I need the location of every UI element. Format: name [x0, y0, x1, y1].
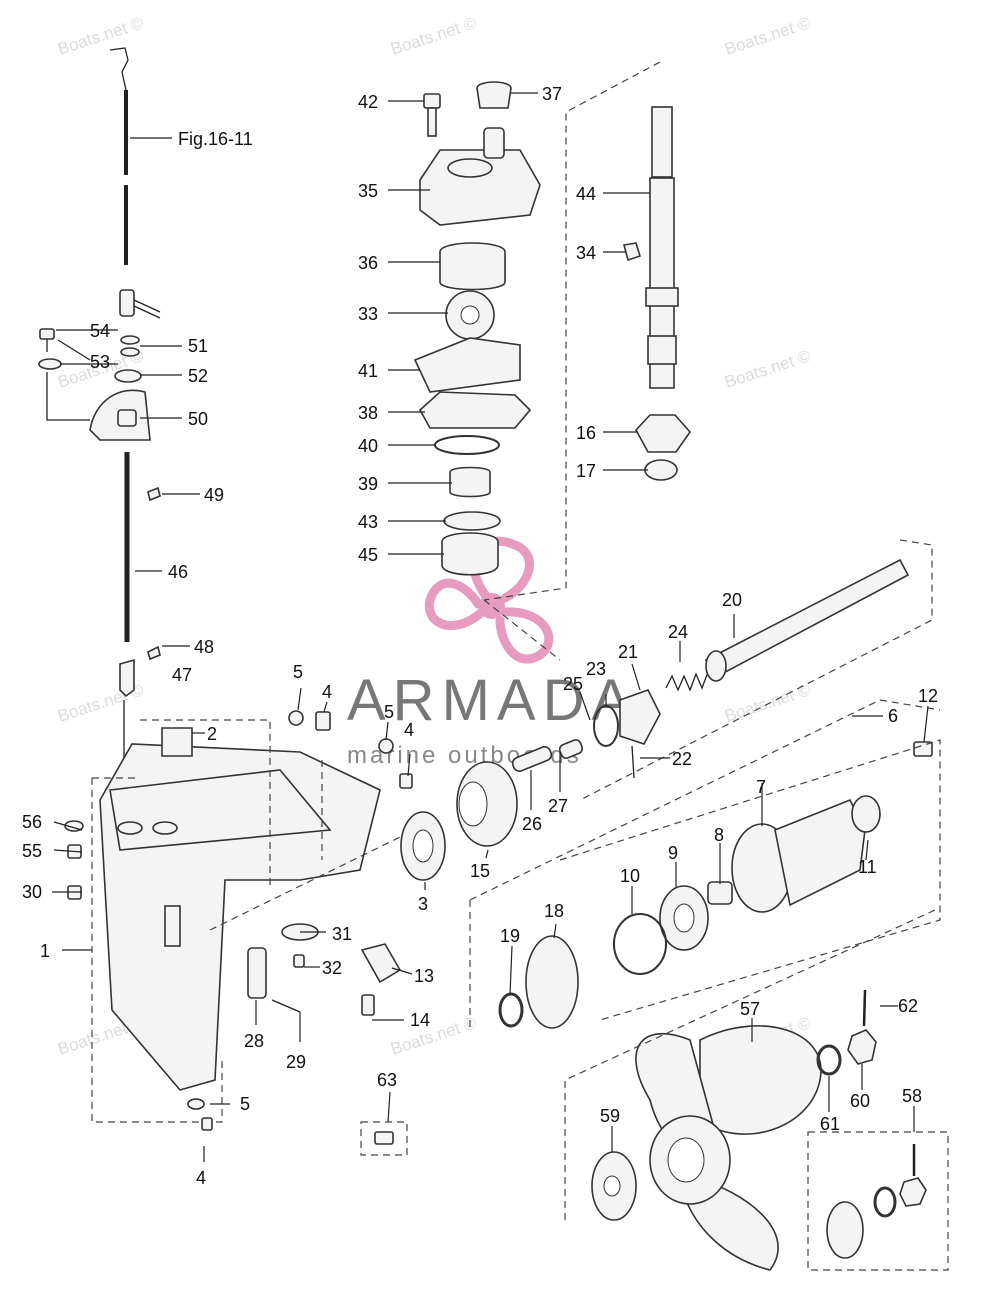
callout-21: 21 — [618, 642, 638, 662]
callout-17: 17 — [576, 461, 596, 481]
callout-1: 1 — [40, 941, 50, 961]
callout-35: 35 — [358, 181, 378, 201]
callout-52: 52 — [188, 366, 208, 386]
callout-32: 32 — [322, 958, 342, 978]
callout-5: 5 — [293, 662, 303, 682]
callout-63: 63 — [377, 1070, 397, 1090]
callout-10: 10 — [620, 866, 640, 886]
callout-45: 45 — [358, 545, 378, 565]
callout-20: 20 — [722, 590, 742, 610]
callout-33: 33 — [358, 304, 378, 324]
callout-29: 29 — [286, 1052, 306, 1072]
callout-55: 55 — [22, 841, 42, 861]
callout-46: 46 — [168, 562, 188, 582]
callout-30: 30 — [22, 882, 42, 902]
callout-50: 50 — [188, 409, 208, 429]
callout-61: 61 — [820, 1114, 840, 1134]
callout-3: 3 — [418, 894, 428, 914]
callout-16: 16 — [576, 423, 596, 443]
callout-15: 15 — [470, 861, 490, 881]
callout-43: 43 — [358, 512, 378, 532]
callout-labels: 1 2 3 4 4 4 5 5 5 6 7 8 9 10 11 12 13 14… — [22, 84, 938, 1188]
callout-19: 19 — [500, 926, 520, 946]
callout-14: 14 — [410, 1010, 430, 1030]
watermark: Boats.net © — [722, 13, 813, 59]
callout-9: 9 — [668, 843, 678, 863]
callout-13: 13 — [414, 966, 434, 986]
callout-48: 48 — [194, 637, 214, 657]
watermark: Boats.net © — [722, 346, 813, 392]
callout-5: 5 — [240, 1094, 250, 1114]
callout-42: 42 — [358, 92, 378, 112]
callout-12: 12 — [918, 686, 938, 706]
callout-34: 34 — [576, 243, 596, 263]
leader-lines — [52, 92, 929, 1162]
callout-56: 56 — [22, 812, 42, 832]
callout-28: 28 — [244, 1031, 264, 1051]
callout-4: 4 — [196, 1168, 206, 1188]
callout-39: 39 — [358, 474, 378, 494]
callout-40: 40 — [358, 436, 378, 456]
impeller — [445, 290, 495, 340]
callout-41: 41 — [358, 361, 378, 381]
water-pump-assembly — [413, 81, 541, 576]
callout-58: 58 — [902, 1086, 922, 1106]
propeller — [564, 909, 949, 1271]
callout-37: 37 — [542, 84, 562, 104]
callout-4: 4 — [404, 720, 414, 740]
bearing-housing — [469, 699, 941, 1030]
callout-60: 60 — [850, 1091, 870, 1111]
shift-rod-46 — [119, 452, 161, 770]
callout-44: 44 — [576, 184, 596, 204]
watermark: Boats.net © — [55, 13, 146, 59]
callout-49: 49 — [204, 485, 224, 505]
drive-shaft — [483, 61, 692, 601]
callout-25: 25 — [563, 674, 583, 694]
callout-23: 23 — [586, 659, 606, 679]
lower-casing — [91, 719, 436, 1123]
callout-22: 22 — [672, 749, 692, 769]
watermark: Boats.net © — [722, 680, 813, 726]
callout-31: 31 — [332, 924, 352, 944]
callout-18: 18 — [544, 901, 564, 921]
callout-38: 38 — [358, 403, 378, 423]
armada-logo: ARMADA marine outboards — [347, 536, 630, 769]
callout-7: 7 — [756, 777, 766, 797]
callout-27: 27 — [548, 796, 568, 816]
callout-4: 4 — [322, 682, 332, 702]
shift-rod-connector — [38, 289, 161, 441]
shift-rod-upper: Fig.16-11 — [109, 47, 253, 265]
callout-57: 57 — [740, 999, 760, 1019]
callout-51: 51 — [188, 336, 208, 356]
callout-8: 8 — [714, 825, 724, 845]
callout-54: 54 — [90, 321, 110, 341]
figure-reference: Fig.16-11 — [178, 129, 253, 149]
gear-train — [400, 539, 933, 881]
callout-26: 26 — [522, 814, 542, 834]
callout-36: 36 — [358, 253, 378, 273]
callout-59: 59 — [600, 1106, 620, 1126]
callout-5: 5 — [384, 702, 394, 722]
callout-24: 24 — [668, 622, 688, 642]
callout-11: 11 — [858, 857, 877, 877]
callout-2: 2 — [207, 724, 217, 744]
callout-47: 47 — [172, 665, 192, 685]
callout-62: 62 — [898, 996, 918, 1016]
watermark: Boats.net © — [388, 13, 479, 59]
callout-6: 6 — [888, 706, 898, 726]
callout-53: 53 — [90, 352, 110, 372]
